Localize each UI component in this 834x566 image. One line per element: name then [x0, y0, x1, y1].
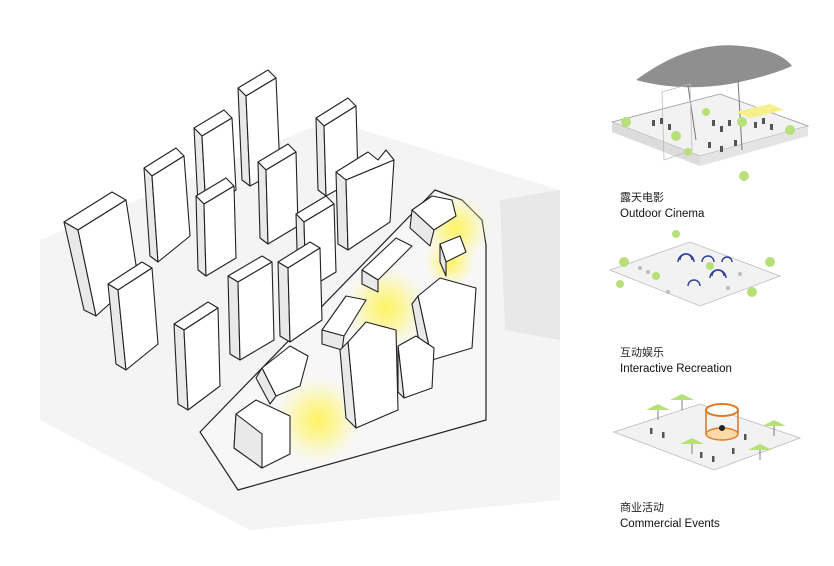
caption-outdoor-cinema: 露天电影 Outdoor Cinema [620, 192, 704, 221]
tower-6 [195, 177, 237, 277]
tower-9 [335, 149, 395, 251]
caption-cn: 露天电影 [620, 191, 664, 204]
tower-10 [107, 261, 159, 371]
caption-commercial-events: 商业活动 Commercial Events [620, 502, 720, 531]
tower-2 [143, 147, 191, 263]
block-g [397, 335, 435, 399]
block-i [233, 399, 291, 469]
panel-commercial-events [612, 394, 802, 471]
tower-7 [257, 143, 299, 245]
panel-interactive-recreation [608, 230, 782, 307]
block-a [409, 195, 457, 247]
caption-interactive-recreation: 互动娱乐 Interactive Recreation [620, 347, 732, 376]
low-rise-blocks [233, 195, 477, 469]
tower-blocks [63, 69, 395, 411]
tower-11 [173, 301, 221, 411]
block-f [339, 321, 399, 429]
caption-cn: 互动娱乐 [620, 346, 664, 359]
caption-cn: 商业活动 [620, 501, 664, 514]
block-c [361, 237, 413, 293]
panel-outdoor-cinema [610, 45, 810, 181]
caption-en: Outdoor Cinema [620, 208, 705, 220]
tower-13 [277, 241, 323, 343]
block-b [439, 235, 467, 277]
block-d [321, 295, 367, 351]
caption-en: Commercial Events [620, 518, 720, 530]
block-h [255, 345, 309, 405]
tower-12 [227, 255, 275, 361]
caption-en: Interactive Recreation [620, 363, 732, 375]
